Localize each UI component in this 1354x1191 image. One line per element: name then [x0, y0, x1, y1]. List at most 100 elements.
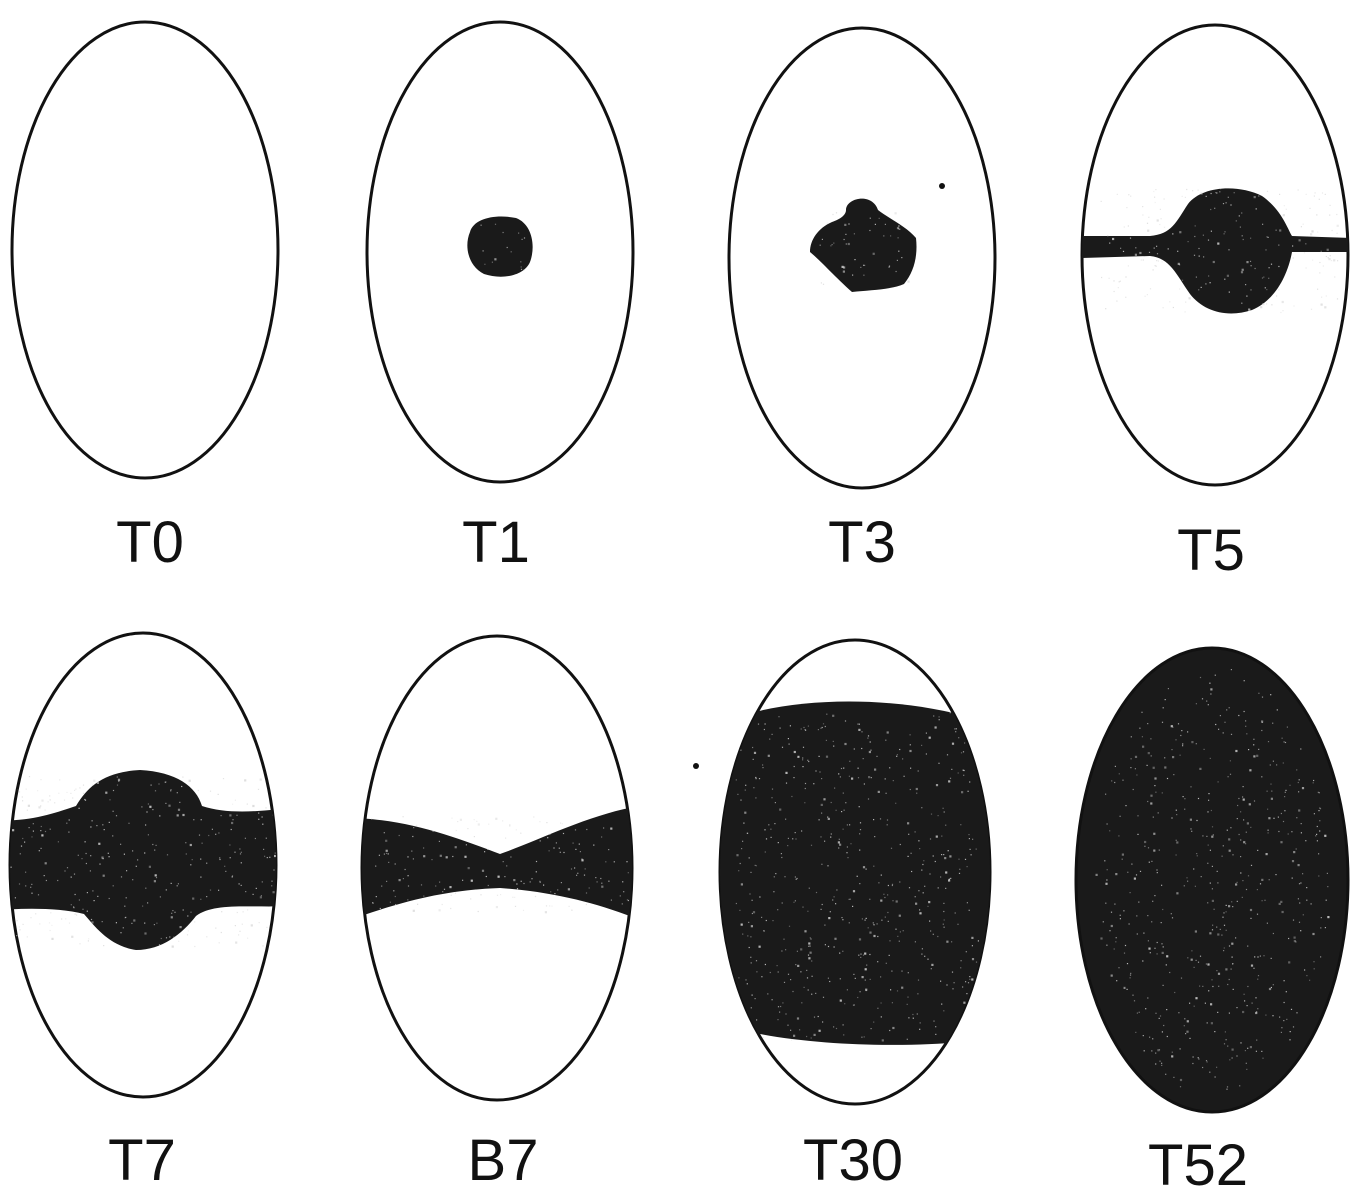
speckle: [940, 981, 941, 982]
speckle: [1309, 208, 1310, 209]
speckle: [190, 912, 191, 913]
speckle: [1162, 722, 1163, 723]
speckle: [865, 980, 866, 981]
speckle: [1226, 1039, 1227, 1040]
speckle: [804, 987, 805, 988]
speckle: [549, 850, 550, 851]
speckle: [774, 823, 775, 824]
speckle: [779, 1012, 780, 1013]
speckle: [775, 802, 776, 803]
speckle: [1319, 199, 1320, 200]
speckle: [1266, 289, 1267, 290]
speckle: [235, 800, 236, 801]
speckle: [857, 724, 858, 725]
speckle: [1171, 749, 1172, 750]
speckle: [1320, 927, 1321, 928]
speckle: [1256, 755, 1258, 757]
speckle: [253, 894, 254, 895]
speckle: [1248, 749, 1249, 750]
speckle: [124, 906, 125, 907]
speckle: [79, 943, 80, 944]
speckle: [242, 924, 243, 925]
speckle: [801, 830, 802, 831]
speckle: [823, 997, 824, 998]
speckle: [69, 819, 70, 820]
speckle: [102, 824, 103, 825]
speckle: [266, 927, 267, 928]
speckle: [943, 903, 944, 904]
speckle: [232, 804, 233, 805]
speckle: [1220, 715, 1221, 716]
speckle: [1265, 249, 1266, 250]
speckle: [1188, 241, 1189, 242]
speckle: [1195, 930, 1197, 932]
speckle: [1140, 871, 1141, 872]
speckle: [915, 831, 916, 832]
speckle: [546, 905, 547, 906]
speckle: [873, 819, 874, 820]
speckle: [1306, 267, 1307, 268]
speckle: [1154, 948, 1155, 949]
speckle: [1164, 198, 1165, 199]
speckle: [1186, 1031, 1188, 1033]
speckle: [961, 791, 963, 793]
speckle: [1128, 225, 1129, 226]
speckle: [1271, 958, 1272, 959]
speckle: [848, 223, 849, 224]
speckle: [1148, 940, 1149, 941]
speckle: [1148, 217, 1149, 218]
speckle: [1246, 733, 1247, 734]
speckle: [1151, 1050, 1152, 1051]
speckle: [1114, 948, 1115, 949]
speckle: [1171, 913, 1172, 914]
speckle: [921, 870, 922, 871]
speckle: [518, 233, 519, 234]
speckle: [893, 780, 894, 781]
speckle: [1337, 298, 1338, 299]
speckle: [1154, 785, 1155, 786]
speckle: [866, 965, 867, 966]
speckle: [889, 955, 890, 956]
speckle: [1281, 813, 1282, 814]
speckle: [551, 906, 552, 907]
speckle: [866, 869, 867, 870]
speckle: [860, 954, 861, 955]
speckle: [768, 824, 769, 825]
speckle: [828, 917, 830, 919]
speckle: [808, 946, 809, 947]
speckle: [1290, 1031, 1291, 1032]
speckle: [1162, 1031, 1163, 1032]
speckle: [1253, 755, 1255, 757]
speckle: [547, 837, 548, 838]
speckle: [442, 891, 443, 892]
speckle: [970, 1003, 971, 1004]
speckle: [827, 223, 828, 224]
speckle: [265, 807, 266, 808]
speckle: [765, 851, 766, 852]
speckle: [787, 1025, 788, 1026]
speckle: [832, 715, 834, 717]
speckle: [263, 849, 264, 850]
speckle: [929, 737, 931, 739]
speckle: [808, 957, 810, 959]
speckle: [1313, 782, 1314, 783]
speckle: [238, 934, 239, 935]
speckle: [963, 751, 964, 752]
speckle: [1206, 196, 1207, 197]
speckle: [71, 877, 72, 878]
speckle: [272, 941, 273, 942]
speckle: [1168, 688, 1169, 689]
speckle: [1247, 946, 1248, 947]
speckle: [1317, 840, 1318, 841]
speckle: [188, 930, 189, 931]
speckle: [41, 826, 42, 827]
speckle: [455, 846, 457, 848]
speckle: [795, 876, 796, 877]
speckle: [865, 920, 866, 921]
speckle: [1169, 301, 1170, 302]
speckle: [965, 1024, 966, 1025]
speckle: [1337, 233, 1338, 234]
speckle: [737, 794, 738, 795]
speckle: [1227, 984, 1228, 985]
speckle: [550, 891, 551, 892]
